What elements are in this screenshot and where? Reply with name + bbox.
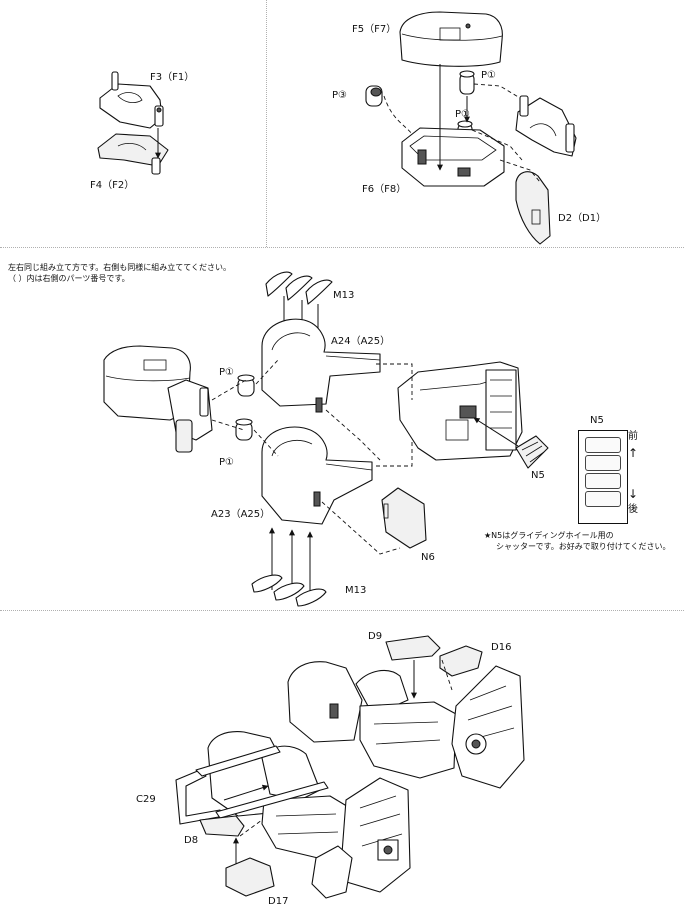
part-d16 [439, 645, 483, 677]
assembly-note-line1: 左右同じ組み立て方です。右側も同様に組み立ててください。 [8, 263, 231, 272]
legend-arrow-down: ↓ [628, 487, 639, 501]
star-note-line1: ★N5はグライディングホイール用の [484, 531, 614, 540]
label-p1-b: P① [219, 457, 234, 468]
part-body-left [103, 345, 191, 421]
part-d2 [515, 171, 551, 245]
shutter-slot-4 [585, 491, 621, 507]
part-upper-body [287, 661, 525, 789]
guide-a24-head [376, 363, 413, 400]
part-lower-body [207, 731, 411, 899]
part-p1-cylinder-top [459, 70, 475, 95]
label-n5: N5 [531, 470, 545, 481]
guide-p1a-a24 [255, 359, 279, 385]
arrow-c29 [223, 784, 269, 801]
part-m13-top [265, 271, 333, 305]
part-f5 [399, 11, 503, 67]
label-d8: D8 [184, 835, 199, 846]
shutter-slot-1 [585, 437, 621, 453]
assembly-note-line2: （ ）内は右側のパーツ番号です。 [8, 274, 130, 283]
label-a24: A24（A25） [331, 336, 391, 347]
part-p1-b [235, 418, 253, 441]
part-n6 [381, 487, 427, 549]
label-p1-lower: P① [455, 109, 470, 120]
part-m13-bottom [251, 574, 327, 607]
label-c29: C29 [136, 794, 156, 805]
legend-back: 後 [628, 504, 638, 515]
part-d17 [225, 857, 275, 897]
shutter-slot-2 [585, 455, 621, 471]
label-d2: D2（D1） [558, 213, 607, 224]
label-f4: F4（F2） [90, 180, 135, 191]
star-note-line2: シャッターです。お好みで取り付けてください。 [496, 542, 671, 551]
label-d16: D16 [491, 642, 512, 653]
part-arm-mid [167, 379, 213, 453]
part-f3 [99, 71, 164, 129]
shutter-slot-3 [585, 473, 621, 489]
label-f5: F5（F7） [352, 24, 397, 35]
section-divider-top [0, 247, 684, 248]
vertical-divider [266, 0, 267, 247]
label-f6: F6（F8） [362, 184, 407, 195]
guide-p3 [383, 95, 413, 135]
label-d17: D17 [268, 896, 289, 907]
label-m13-bottom: M13 [345, 585, 367, 596]
guide-a24-a23 [325, 409, 381, 461]
part-p3 [365, 85, 383, 107]
guide-a23-head [376, 440, 413, 467]
part-f4 [97, 133, 169, 175]
section-divider-bottom [0, 610, 684, 611]
arrow-n5 [473, 417, 519, 447]
part-head-block [397, 361, 523, 461]
label-a23: A23（A25） [211, 509, 271, 520]
part-c29 [175, 745, 329, 825]
part-d8 [199, 815, 245, 837]
part-n5-small [515, 435, 549, 469]
part-a23 [261, 426, 373, 525]
legend-arrow-up: ↑ [628, 446, 639, 460]
label-d9: D9 [368, 631, 383, 642]
part-p1-a [237, 374, 255, 397]
legend-front: 前 [628, 431, 638, 442]
label-f3: F3（F1） [150, 72, 195, 83]
label-n6: N6 [421, 552, 435, 563]
label-p1-a: P① [219, 367, 234, 378]
guide-d8 [239, 819, 263, 837]
legend-n5-shutter [578, 430, 628, 524]
part-d9 [385, 635, 441, 661]
legend-title: N5 [590, 415, 604, 426]
guide-arm-p1b [211, 419, 245, 431]
guide-p1-upper [473, 83, 521, 99]
guide-p1b-a23 [253, 429, 279, 457]
label-p3: P③ [332, 90, 347, 101]
label-m13-top: M13 [333, 290, 355, 301]
label-p1-upper: P① [481, 70, 496, 81]
guide-d2 [499, 159, 541, 183]
part-a24 [261, 318, 381, 413]
guide-d16 [441, 659, 453, 691]
part-arm-right [515, 95, 577, 157]
guide-n6 [321, 501, 401, 555]
